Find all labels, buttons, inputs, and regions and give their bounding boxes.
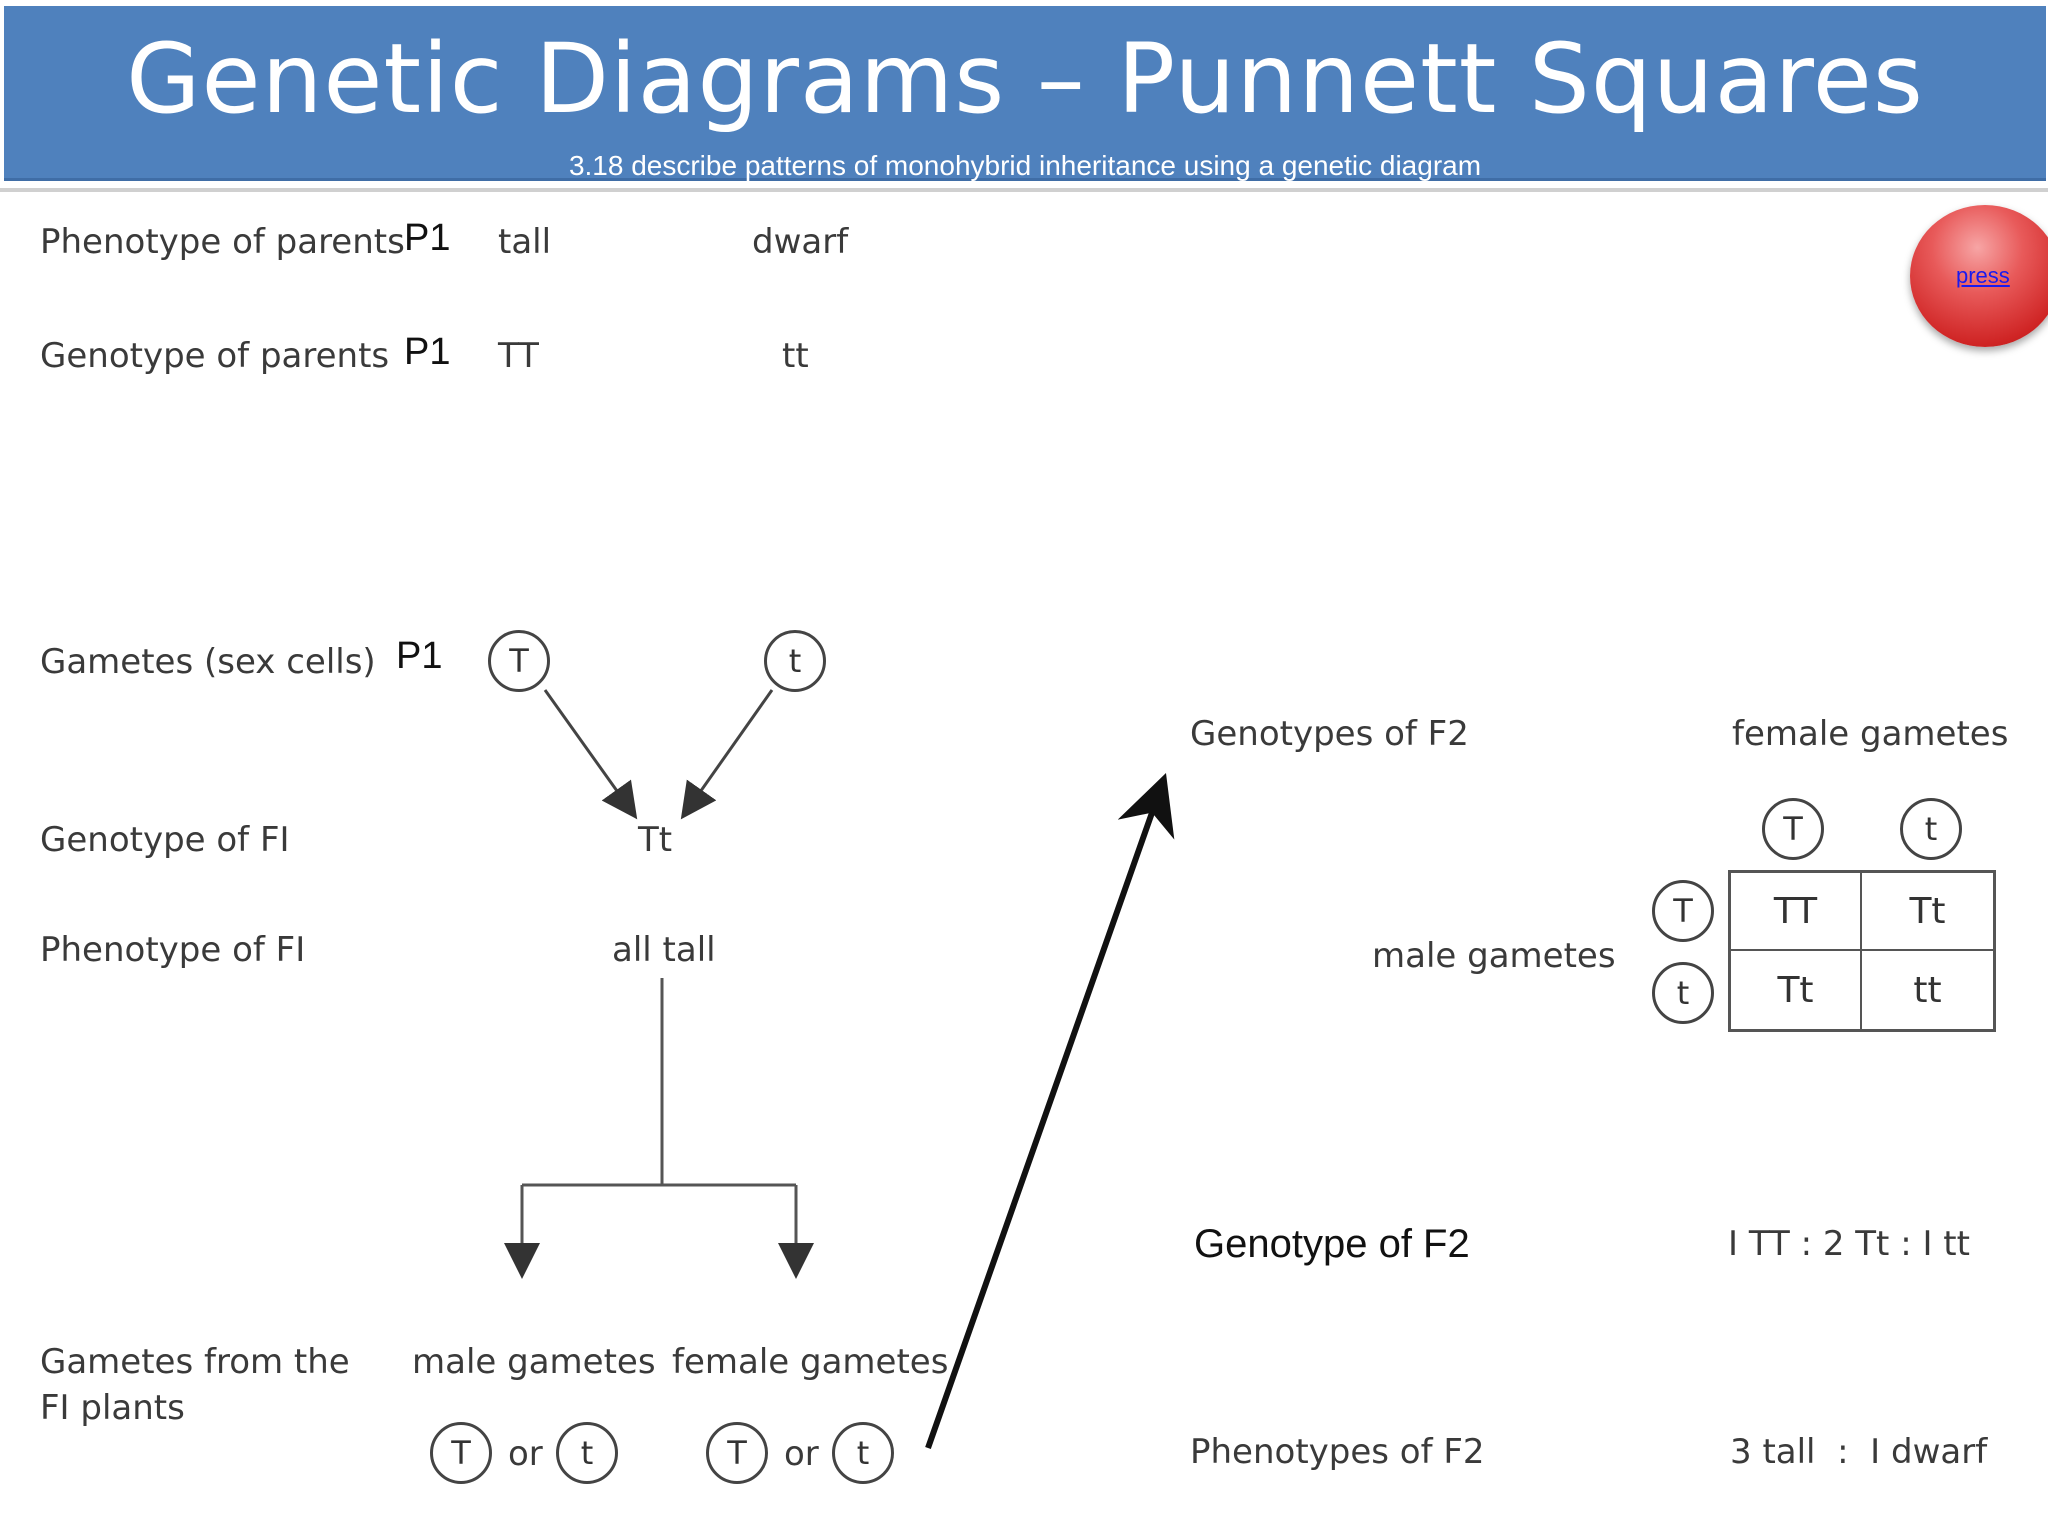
f1-female-T-circle: T [706, 1422, 768, 1484]
f1-male-or: or [508, 1434, 543, 1474]
f1-male-gametes-label: male gametes [412, 1342, 656, 1382]
phenotype-f1-label: Phenotype of FI [40, 930, 306, 970]
f1-female-gametes-label: female gametes [672, 1342, 949, 1382]
parent-phenotype-tall: tall [498, 222, 552, 262]
punnett-cell: Tt [1731, 951, 1862, 1029]
title-banner: Genetic Diagrams – Punnett Squares 3.18 … [4, 6, 2046, 181]
punnett-cell: tt [1913, 969, 1942, 1011]
phenotype-parents-label: Phenotype of parents [40, 222, 405, 262]
male-gametes-label: male gametes [1372, 936, 1616, 976]
f1-male-T-circle: T [430, 1422, 492, 1484]
gametes-gen: P1 [396, 635, 443, 677]
arrow-to-f2 [925, 773, 1175, 1449]
gamete-T-circle: T [488, 630, 550, 692]
arrow-t-to-Tt [680, 689, 774, 820]
parent-genotype-tt: tt [782, 336, 809, 376]
f1-female-or: or [784, 1434, 819, 1474]
female-gamete-T-circle: T [1762, 798, 1824, 860]
genotype-parents-label: Genotype of parents [40, 336, 390, 376]
gametes-f1-label-line1: Gametes from the [40, 1342, 350, 1382]
page-subtitle: 3.18 describe patterns of monohybrid inh… [568, 150, 1482, 181]
page-title: Genetic Diagrams – Punnett Squares [126, 23, 1924, 135]
gametes-f1-label-line2: FI plants [40, 1388, 185, 1428]
punnett-cell: TT [1731, 873, 1862, 951]
phenotype-parents-gen: P1 [404, 217, 451, 259]
punnett-cell: Tt [1862, 873, 1993, 951]
male-gamete-t-circle: t [1652, 962, 1714, 1024]
punnett-square: TT Tt Tt tt [1728, 870, 1996, 1032]
parent-genotype-TT: TT [498, 336, 539, 376]
phenotypes-f2-label: Phenotypes of F2 [1190, 1432, 1485, 1472]
gametes-label: Gametes (sex cells) [40, 642, 376, 682]
female-gametes-label: female gametes [1732, 714, 2009, 754]
press-link[interactable]: press [1956, 263, 2010, 288]
gamete-t-circle: t [764, 630, 826, 692]
parent-phenotype-dwarf: dwarf [752, 222, 849, 262]
male-gamete-T-circle: T [1652, 880, 1714, 942]
genotype-f1-label: Genotype of FI [40, 820, 290, 860]
phenotype-f1-value: all tall [612, 930, 716, 970]
press-button[interactable]: press [1910, 205, 2048, 347]
phenotype-f2-ratio: 3 tall : I dwarf [1730, 1432, 1988, 1472]
genotype-parents-gen: P1 [404, 331, 451, 373]
genotypes-f2-label: Genotypes of F2 [1190, 714, 1469, 754]
genotype-f2-ratio: I TT : 2 Tt : I tt [1728, 1224, 1970, 1264]
arrow-T-to-Tt [543, 689, 638, 820]
header-divider [0, 188, 2048, 192]
genotype-f2-label: Genotype of F2 [1194, 1222, 1470, 1266]
f1-male-t-circle: t [556, 1422, 618, 1484]
f1-female-t-circle: t [832, 1422, 894, 1484]
genotype-f1-value: Tt [638, 820, 673, 860]
female-gamete-t-circle: t [1900, 798, 1962, 860]
